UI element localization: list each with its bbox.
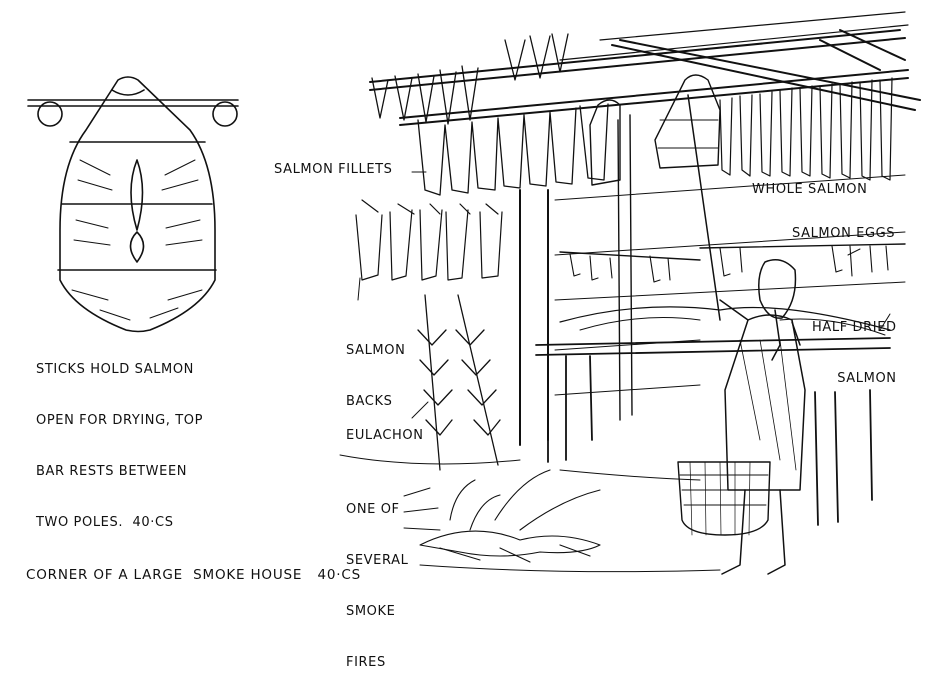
half-dried-salmon-label: HALF DRIED SALMON	[812, 285, 897, 404]
sticks-caption-line-4: TWO POLES. 40·CS	[36, 515, 174, 530]
label-leaders	[357, 171, 891, 531]
sticks-caption-line-1: STICKS HOLD SALMON	[36, 362, 195, 377]
smoke-fires-line-1: ONE OF	[346, 502, 400, 517]
sticks-caption-line-3: BAR RESTS BETWEEN	[36, 464, 188, 479]
salmon-fillets-label: SALMON FILLETS	[274, 162, 393, 177]
whole-salmon	[719, 77, 893, 181]
smoke-fire	[419, 469, 601, 563]
salmon-backs-label: SALMON BACKS	[346, 308, 405, 427]
smoke-fires-line-3: SMOKE	[346, 604, 396, 619]
ground	[339, 454, 721, 573]
basket	[677, 461, 771, 536]
smokehouse-drawing	[27, 11, 921, 575]
smoke-fires-line-4: FIRES	[346, 655, 386, 670]
smokehouse-frame	[369, 11, 921, 446]
spread-salmon-figure	[27, 76, 239, 333]
illustration: STICKS HOLD SALMON OPEN FOR DRYING, TOP …	[26, 11, 921, 670]
whole-salmon-label: WHOLE SALMON	[752, 182, 868, 197]
half-dried-line-1: HALF DRIED	[812, 320, 897, 335]
hanging-spread-salmon	[589, 74, 721, 186]
salmon-fillets	[371, 33, 609, 196]
half-dried-line-2: SALMON	[837, 371, 897, 386]
eulachon-sticks	[417, 294, 501, 471]
salmon-backs-line-2: BACKS	[346, 394, 393, 409]
salmon-eggs-label: SALMON EGGS	[792, 226, 896, 241]
salmon-backs	[355, 199, 503, 281]
eulachon-label: EULACHON	[346, 428, 424, 443]
sticks-caption: STICKS HOLD SALMON OPEN FOR DRYING, TOP …	[36, 327, 203, 548]
drying-table	[535, 306, 891, 526]
salmon-backs-line-1: SALMON	[346, 343, 406, 358]
smoke-fires-line-2: SEVERAL	[346, 553, 409, 568]
sticks-caption-line-2: OPEN FOR DRYING, TOP	[36, 413, 204, 428]
salmon-eggs	[569, 245, 889, 283]
main-caption: CORNER OF A LARGE SMOKE HOUSE 40·CS	[26, 567, 361, 583]
